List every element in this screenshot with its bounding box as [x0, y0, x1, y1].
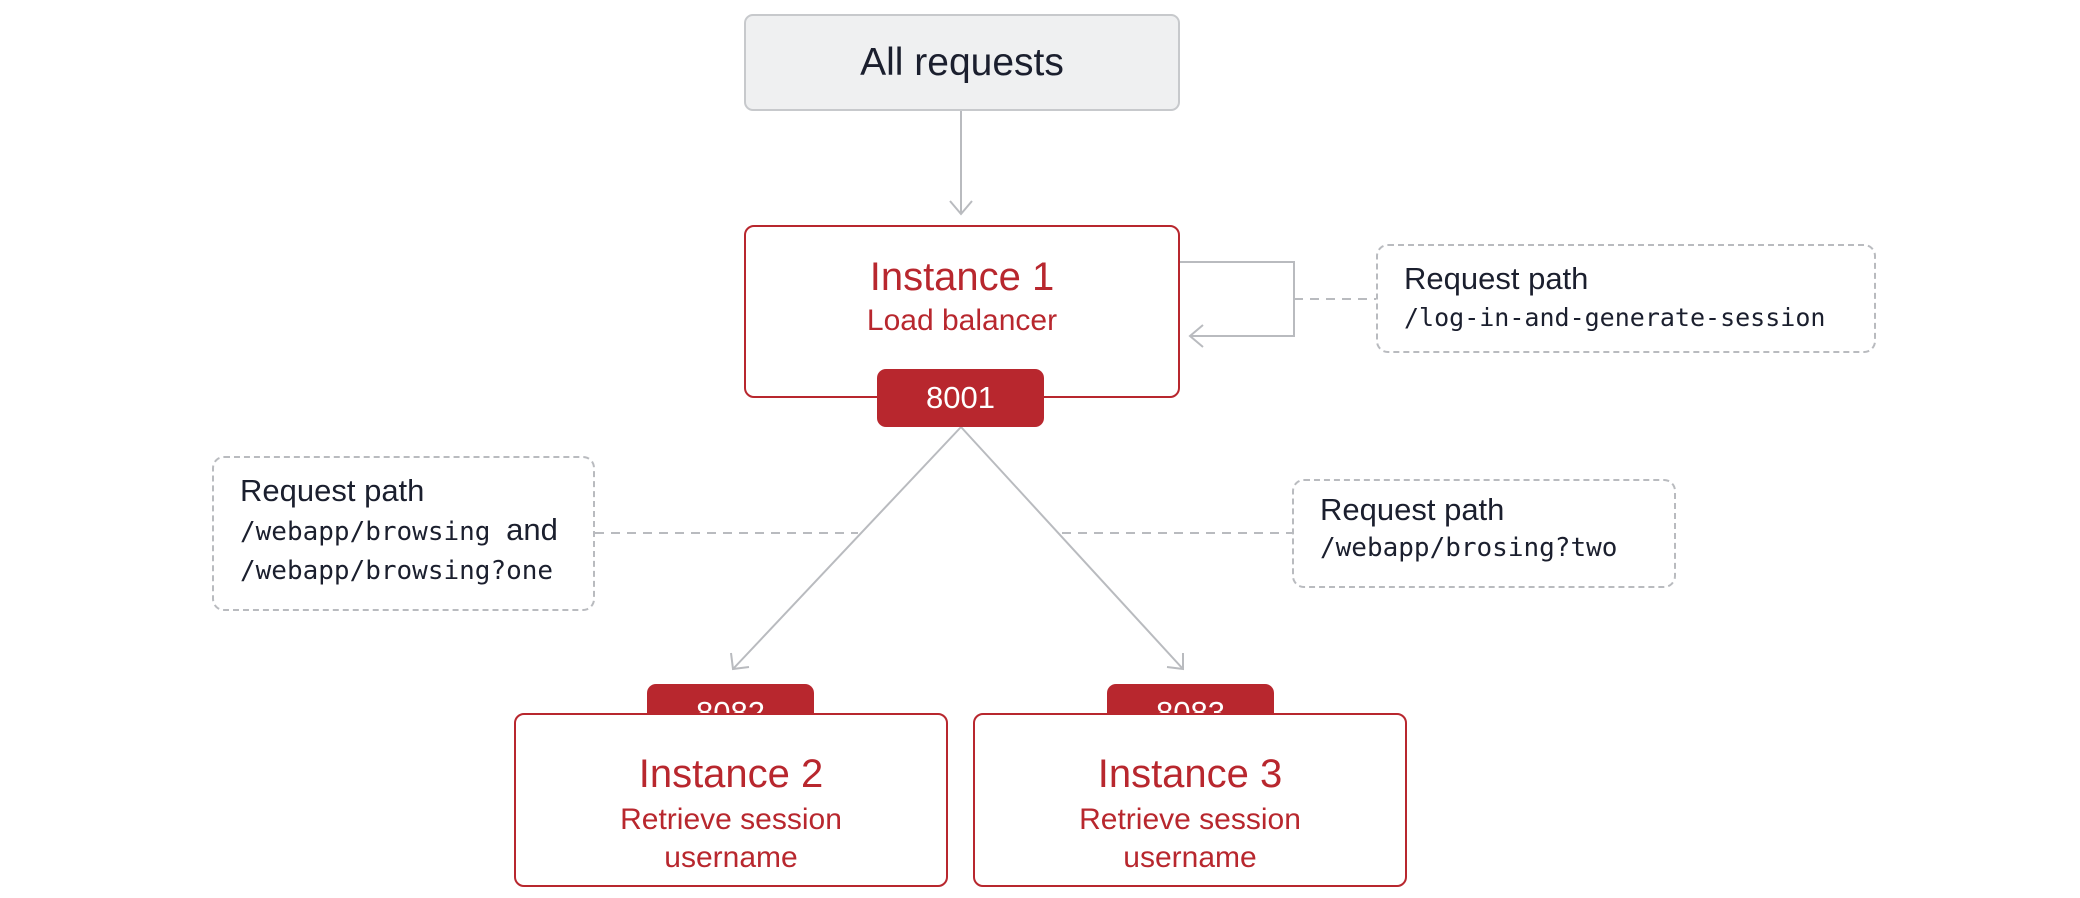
arrowhead-instance-3: [1166, 653, 1184, 671]
request-path-note-brosing: Request path /webapp/brosing?two: [1292, 479, 1676, 588]
arrowhead-self-loop: [1188, 324, 1204, 348]
instance-3-box: Instance 3 Retrieve session username: [973, 713, 1407, 887]
arrowhead-instance-2: [730, 652, 750, 671]
all-requests-box: All requests: [744, 14, 1180, 111]
note-path-joiner: and: [506, 512, 558, 547]
note-path-line-1: /webapp/browsing and: [240, 510, 593, 552]
arrowhead-instance-1: [949, 200, 973, 216]
request-path-note-browsing: Request path /webapp/browsing and /webap…: [212, 456, 595, 611]
note-path-a: /webapp/browsing: [240, 517, 491, 547]
instance-2-subtitle: Retrieve session username: [620, 803, 842, 874]
instance-1-title: Instance 1: [869, 255, 1055, 299]
note-heading: Request path: [1404, 261, 1589, 296]
note-path: /log-in-and-generate-session: [1404, 303, 1826, 332]
instance-1-port-badge: 8001: [877, 369, 1044, 427]
note-path-b: /webapp/browsing?one: [240, 556, 554, 586]
note-heading: Request path: [240, 473, 425, 508]
arrow-instance-1-to-instance-2: [732, 426, 962, 670]
instance-1-subtitle: Load balancer: [866, 304, 1058, 337]
note-path: /webapp/brosing?two: [1320, 533, 1618, 563]
all-requests-label: All requests: [860, 40, 1064, 84]
request-path-note-login: Request path /log-in-and-generate-sessio…: [1376, 244, 1876, 353]
instance-2-title: Instance 2: [638, 752, 824, 796]
instance-2-box: Instance 2 Retrieve session username: [514, 713, 948, 887]
arrow-instance-1-to-instance-3: [960, 426, 1184, 670]
instance-3-title: Instance 3: [1097, 752, 1283, 796]
note-heading: Request path: [1320, 492, 1505, 527]
self-loop-instance-1: [1180, 261, 1295, 337]
instance-3-subtitle: Retrieve session username: [1079, 803, 1301, 874]
